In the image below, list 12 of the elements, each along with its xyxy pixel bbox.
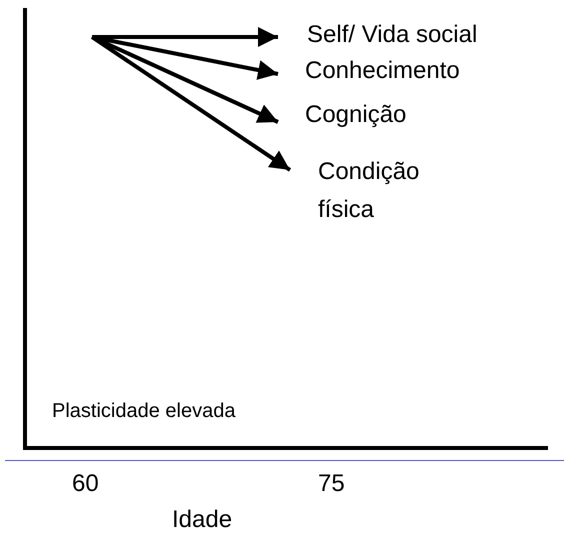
arrow-label: Conhecimento: [305, 56, 461, 86]
arrow: [92, 35, 278, 80]
arrow-label: Cognição: [305, 100, 408, 130]
axis-tick-label: 60: [72, 470, 99, 498]
arrow-label: Self/ Vida social: [307, 20, 478, 50]
arrow: [92, 27, 278, 47]
region-label: Plasticidade elevada: [52, 400, 236, 423]
arrow: [91, 35, 279, 124]
arrow: [90, 35, 292, 172]
axis-tick-label: 75: [318, 470, 345, 498]
arrow-label: Condição física: [318, 157, 420, 225]
axis-title: Idade: [172, 506, 232, 534]
